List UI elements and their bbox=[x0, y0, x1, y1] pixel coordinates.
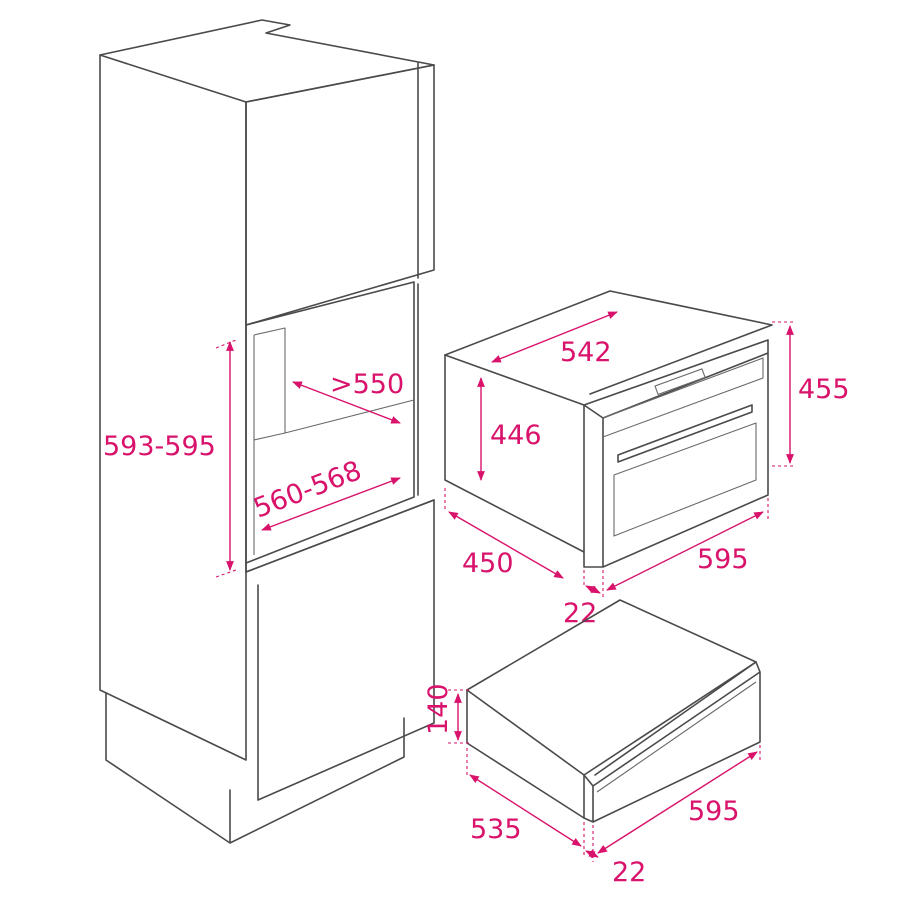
oven-dimensions: 542 446 455 450 595 22 bbox=[444, 311, 850, 629]
oven-height-front-label: 455 bbox=[798, 374, 850, 405]
cabinet-side-panel bbox=[99, 54, 247, 761]
oven-window bbox=[613, 422, 757, 537]
drawer-width-dim bbox=[597, 751, 758, 854]
oven-control-panel bbox=[602, 357, 764, 438]
oven-niche bbox=[245, 281, 415, 564]
cabinet-width-label: 560-568 bbox=[249, 455, 365, 524]
oven-height-body-label: 446 bbox=[490, 420, 542, 451]
drawer-handle-line bbox=[596, 681, 757, 793]
oven-front-thickness-dim bbox=[585, 585, 601, 594]
drawer-height-label: 140 bbox=[423, 683, 454, 735]
drawer-front bbox=[583, 661, 761, 823]
oven-width-label: 595 bbox=[697, 544, 749, 575]
drawer-dimensions: 140 535 595 22 bbox=[423, 683, 761, 888]
lower-door bbox=[245, 499, 435, 801]
drawer-front-thickness-label: 22 bbox=[612, 857, 646, 888]
drawer-body-left bbox=[466, 689, 585, 819]
warming-drawer bbox=[466, 599, 761, 823]
cabinet-width-dim bbox=[261, 477, 401, 531]
oven-body-side-edge bbox=[444, 354, 585, 406]
drawer-depth-dim bbox=[469, 774, 582, 847]
oven-handle bbox=[617, 404, 753, 463]
oven-width-dim bbox=[606, 511, 764, 591]
drawer-body-edge bbox=[466, 689, 585, 776]
oven-depth-top-label: 542 bbox=[560, 337, 612, 368]
oven-depth-side-label: 450 bbox=[462, 548, 514, 579]
drawer-body-top bbox=[466, 599, 757, 776]
drawer-front-thickness-dim bbox=[585, 849, 599, 859]
tall-cabinet bbox=[99, 19, 435, 844]
cabinet-height-label: 593-595 bbox=[103, 431, 216, 462]
upper-door bbox=[245, 64, 435, 326]
cabinet-depth-label: >550 bbox=[330, 369, 404, 400]
oven-front-frame bbox=[583, 339, 769, 568]
oven-depth-top-dim bbox=[491, 311, 618, 363]
cabinet-depth-dim bbox=[292, 381, 401, 424]
niche-inner bbox=[253, 327, 415, 555]
drawer-width-label: 595 bbox=[688, 796, 740, 827]
drawer-depth-label: 535 bbox=[470, 814, 522, 845]
oven-display bbox=[654, 368, 706, 396]
cabinet-plinth bbox=[105, 692, 405, 844]
oven-depth-side-dim bbox=[448, 511, 564, 579]
cabinet-top bbox=[99, 19, 435, 103]
